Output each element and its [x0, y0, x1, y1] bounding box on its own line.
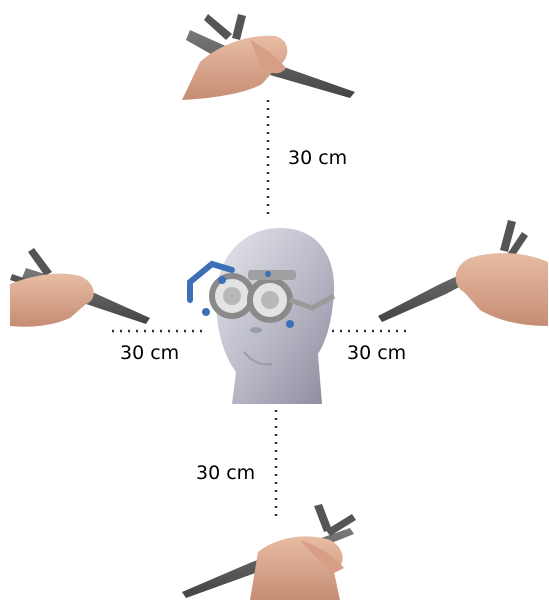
hand-holding-tool-right-icon [378, 220, 548, 326]
distance-label-left: 30 cm [120, 342, 179, 364]
hand-holding-tool-left-icon [10, 248, 150, 327]
hand-holding-tool-bottom-icon [182, 504, 356, 600]
distance-label-bottom: 30 cm [196, 462, 255, 484]
hand-holding-tool-top-icon [182, 14, 355, 100]
distance-label-top: 30 cm [288, 147, 347, 169]
distance-label-right: 30 cm [347, 342, 406, 364]
